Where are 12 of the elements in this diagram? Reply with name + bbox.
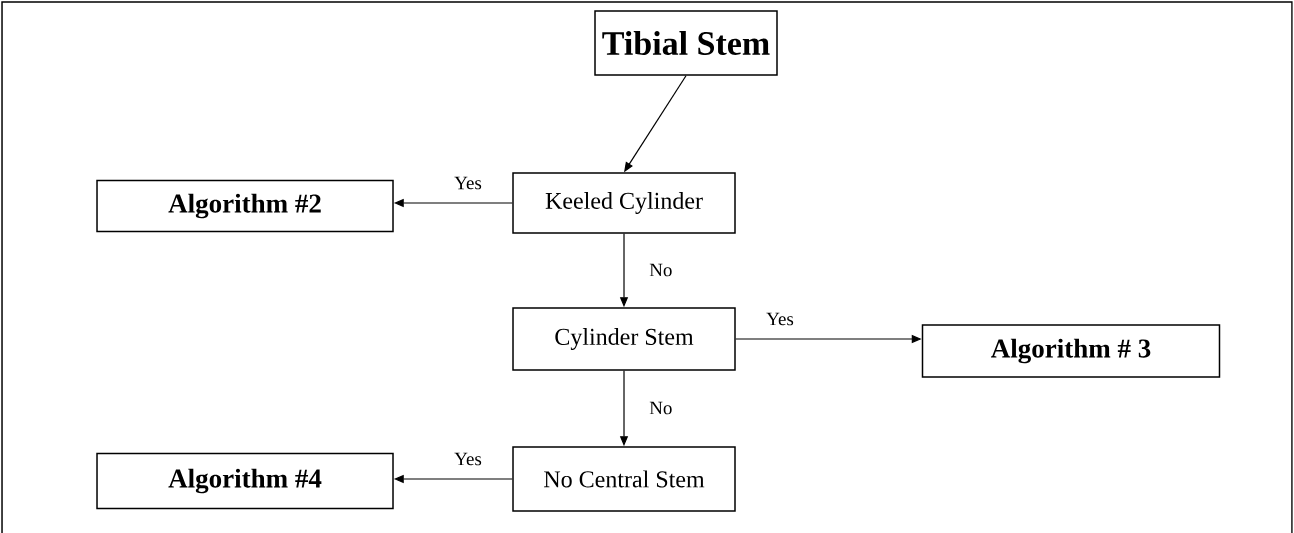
- result-box: Algorithm # 3: [921, 324, 1221, 378]
- decision-box: Cylinder Stem: [512, 307, 736, 371]
- decision-box: No Central Stem: [512, 446, 736, 512]
- title-box: Tibial Stem: [594, 10, 778, 76]
- edge-label: No: [649, 401, 672, 415]
- result-box: Algorithm #2: [96, 179, 394, 233]
- decision-box: Keeled Cylinder: [512, 172, 736, 234]
- edge-label: Yes: [766, 312, 794, 326]
- edge-label: No: [649, 263, 672, 277]
- result-box: Algorithm #4: [96, 452, 394, 510]
- edge-label: Yes: [454, 176, 482, 190]
- edge-label: Yes: [454, 452, 482, 466]
